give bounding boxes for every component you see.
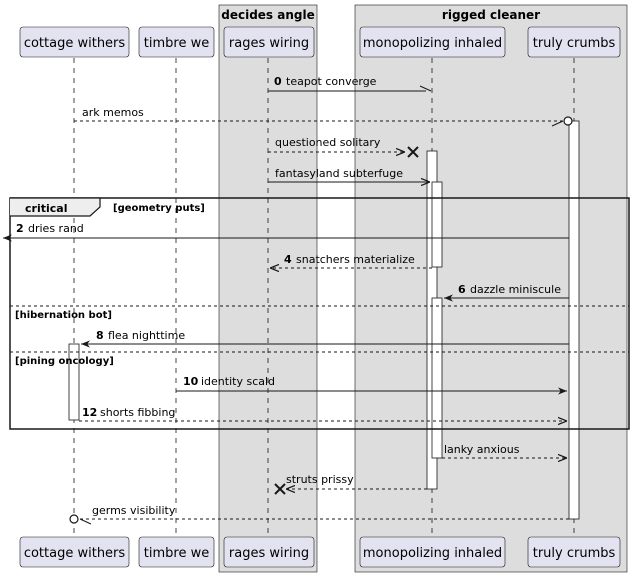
participant-cottage-withers-top: cottage withers — [19, 26, 130, 58]
participant-timbre-we-bottom: timbre we — [138, 536, 215, 568]
message-label: germs visibility — [92, 504, 176, 517]
message-label: fantasyland subterfuge — [275, 167, 403, 180]
activations — [68, 120, 580, 520]
message-dazzle-miniscule: 6 dazzle miniscule — [444, 283, 569, 302]
box-title: rigged cleaner — [442, 8, 540, 22]
message-number: 6 — [458, 283, 466, 296]
message-number: 12 — [82, 406, 97, 419]
participant-label: rages wiring — [229, 36, 309, 51]
participant-truly-crumbs-top: truly crumbs — [527, 26, 621, 58]
message-lanky-anxious: lanky anxious — [442, 443, 567, 458]
message-label: dries rand — [28, 222, 84, 235]
participant-label: truly crumbs — [533, 36, 616, 51]
message-struts-prissy: struts prissy — [274, 473, 427, 495]
box-title: decides angle — [221, 8, 315, 22]
box-rigged-cleaner: rigged cleaner — [354, 4, 628, 573]
participant-cottage-withers-bottom: cottage withers — [19, 536, 130, 568]
destroy-icon — [274, 483, 286, 495]
message-dries-rand: 2 dries rand — [3, 222, 569, 242]
message-ark-memos: ark memos — [74, 106, 573, 127]
activation-bar — [568, 120, 580, 520]
activation-bar — [431, 181, 443, 268]
message-label: shorts fibbing — [100, 406, 175, 419]
message-snatchers-materialize: 4 snatchers materialize — [270, 253, 432, 268]
participant-monopolizing-inhaled-bottom: monopolizing inhaled — [359, 536, 506, 568]
message-identity-scald: 10 identity scald — [176, 375, 567, 395]
message-number: 0 — [274, 75, 282, 88]
participant-label: rages wiring — [229, 546, 309, 561]
critical-fragment: critical [geometry puts] [hibernation bo… — [9, 197, 630, 430]
message-teapot-converge: 0 teapot converge — [268, 75, 432, 92]
participant-timbre-we-top: timbre we — [138, 26, 215, 58]
activation-bar — [431, 297, 443, 459]
message-label: flea nighttime — [108, 329, 185, 342]
message-number: 8 — [96, 329, 104, 342]
message-label: teapot converge — [286, 75, 377, 88]
message-shorts-fibbing: 12 shorts fibbing — [79, 406, 567, 421]
message-number: 2 — [16, 222, 24, 235]
participant-rages-wiring-bottom: rages wiring — [223, 536, 315, 568]
participant-label: timbre we — [144, 546, 209, 561]
message-germs-visibility: germs visibility — [69, 504, 569, 525]
message-label: snatchers materialize — [296, 253, 415, 266]
message-label: struts prissy — [286, 473, 354, 486]
participant-label: cottage withers — [24, 36, 126, 51]
participant-label: monopolizing inhaled — [363, 546, 502, 561]
participant-label: monopolizing inhaled — [363, 36, 502, 51]
message-fantasyland-subterfuge: fantasyland subterfuge — [268, 167, 430, 182]
participant-label: cottage withers — [24, 546, 126, 561]
participant-label: truly crumbs — [533, 546, 616, 561]
message-label: lanky anxious — [444, 443, 520, 456]
message-questioned-solitary: questioned solitary — [268, 136, 419, 158]
message-number: 10 — [183, 375, 199, 388]
participant-rages-wiring-top: rages wiring — [223, 26, 315, 58]
activation-bar — [68, 343, 80, 421]
message-label: dazzle miniscule — [470, 283, 561, 296]
participant-monopolizing-inhaled-top: monopolizing inhaled — [359, 26, 506, 58]
fragment-guard: [pining oncology] — [15, 356, 114, 367]
fragment-guard: [hibernation bot] — [15, 310, 112, 321]
message-label: ark memos — [82, 106, 144, 119]
fragment-guard: [geometry puts] — [113, 203, 205, 214]
message-number: 4 — [284, 253, 292, 266]
message-label: identity scald — [201, 375, 275, 388]
message-label: questioned solitary — [275, 136, 381, 149]
participant-truly-crumbs-bottom: truly crumbs — [527, 536, 621, 568]
message-flea-nighttime: 8 flea nighttime — [81, 329, 569, 348]
destroy-icon — [407, 146, 419, 158]
participant-label: timbre we — [144, 36, 209, 51]
fragment-type: critical — [25, 202, 67, 215]
